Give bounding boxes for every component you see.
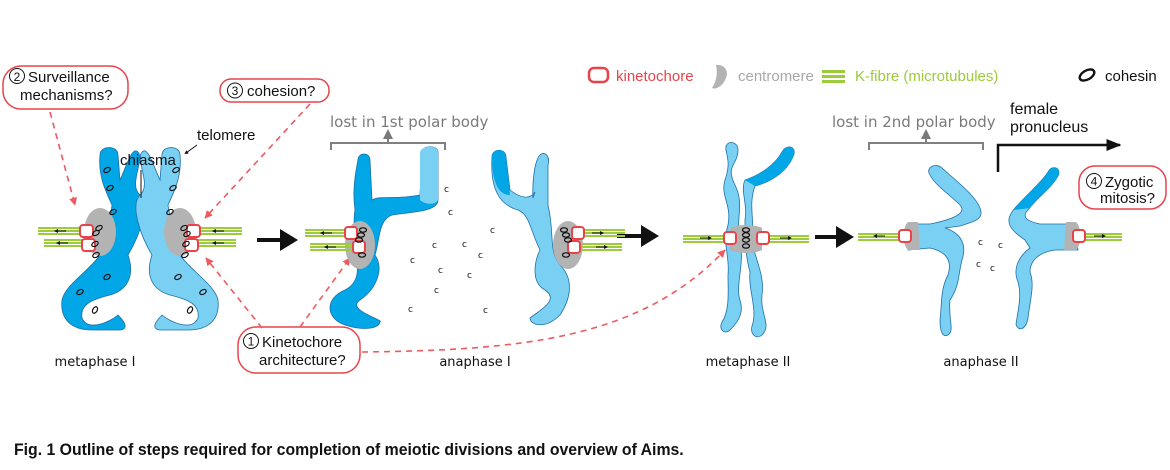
polar-body-2-bracket bbox=[868, 142, 984, 150]
aim-3-pointer bbox=[204, 103, 311, 219]
kinetochore-icon bbox=[587, 66, 610, 84]
svg-text:c: c bbox=[483, 306, 488, 316]
svg-text:c: c bbox=[490, 226, 495, 236]
legend-kfibre: K-fibre (microtubules) bbox=[822, 68, 998, 85]
svg-text:c: c bbox=[434, 286, 439, 296]
legend-label: cohesin bbox=[1105, 68, 1157, 85]
aim-1-bubble: 1 Kinetochore architecture? bbox=[237, 326, 361, 374]
centromere-icon bbox=[712, 64, 727, 89]
aim-1-pointer-c bbox=[361, 249, 726, 353]
svg-text:c: c bbox=[410, 256, 415, 266]
aim-4-bubble: 4 Zygotic mitosis? bbox=[1078, 165, 1167, 210]
stage-label-anaphase-i: anaphase I bbox=[439, 355, 510, 370]
stage-arrow bbox=[815, 226, 854, 248]
aim-number: 2 bbox=[14, 70, 21, 84]
svg-text:c: c bbox=[462, 240, 467, 250]
aim-2-pointer bbox=[49, 111, 77, 206]
aim-text: cohesion? bbox=[247, 83, 315, 100]
svg-text:c: c bbox=[438, 266, 443, 276]
kinetochore bbox=[344, 226, 585, 254]
pronucleus-label: pronucleus bbox=[1010, 119, 1088, 136]
legend-kinetochore: kinetochore bbox=[587, 66, 694, 85]
aim-text: Surveillance bbox=[28, 69, 110, 86]
legend-cohesin: cohesin bbox=[1078, 68, 1157, 85]
svg-text:c: c bbox=[467, 271, 472, 281]
anaphase-i-chromosomes: lost in 1st polar body bbox=[305, 113, 625, 329]
svg-text:c: c bbox=[990, 264, 995, 274]
pronucleus-label: female bbox=[1010, 101, 1058, 118]
aim-text: architecture? bbox=[259, 352, 346, 369]
aim-number: 4 bbox=[1091, 175, 1098, 189]
aim-1-pointer-b bbox=[299, 257, 351, 328]
aim-text: mechanisms? bbox=[20, 87, 113, 104]
svg-text:c: c bbox=[444, 185, 449, 195]
pronucleus-arrow bbox=[996, 139, 1122, 172]
stage-label-anaphase-ii: anaphase II bbox=[943, 355, 1018, 370]
aim-text: mitosis? bbox=[1100, 190, 1155, 207]
svg-text:c: c bbox=[448, 208, 453, 218]
aim-2-bubble: 2 Surveillance mechanisms? bbox=[2, 65, 129, 110]
aim-number: 3 bbox=[232, 84, 239, 98]
number-circle-icon bbox=[227, 82, 243, 99]
telomere-pointer bbox=[184, 144, 198, 155]
svg-text:c: c bbox=[976, 260, 981, 270]
stage-arrow bbox=[257, 229, 298, 251]
aim-text: Kinetochore bbox=[262, 334, 342, 351]
number-circle-icon bbox=[243, 333, 259, 349]
legend-centromere: centromere bbox=[712, 64, 814, 89]
svg-text:c: c bbox=[408, 305, 413, 315]
legend-label: centromere bbox=[738, 68, 814, 85]
svg-text:c: c bbox=[478, 251, 483, 261]
legend-label: kinetochore bbox=[616, 68, 694, 85]
kinetochore bbox=[723, 231, 770, 245]
legend: kinetochore centromere K-fibre (microtub… bbox=[587, 64, 1157, 89]
aim-pointers bbox=[49, 103, 726, 353]
svg-text:c: c bbox=[432, 241, 437, 251]
polar-body-2-label: lost in 2nd polar body bbox=[832, 113, 996, 131]
stage-label-metaphase-i: metaphase I bbox=[55, 355, 136, 370]
stage-label-metaphase-ii: metaphase II bbox=[706, 355, 791, 370]
aim-3-bubble: 3 cohesion? bbox=[219, 78, 330, 103]
kfibre-icon bbox=[822, 70, 845, 83]
k-fibre bbox=[194, 227, 242, 247]
metaphase-i-bivalent: chiasma telomere bbox=[38, 127, 255, 331]
cohesin-icon bbox=[1078, 68, 1096, 82]
aim-1-pointer-a bbox=[205, 257, 263, 329]
legend-label: K-fibre (microtubules) bbox=[855, 68, 998, 85]
telomere-label: telomere bbox=[197, 127, 255, 144]
aim-number: 1 bbox=[248, 335, 255, 349]
cohesin-group bbox=[76, 166, 207, 314]
anaphase-ii-chromosomes: lost in 2nd polar body female pronucleus… bbox=[832, 101, 1122, 337]
number-circle-icon bbox=[1086, 173, 1102, 189]
chiasma-label: chiasma bbox=[120, 152, 177, 169]
k-fibre bbox=[38, 227, 86, 247]
aim-text: Zygotic bbox=[1105, 174, 1154, 191]
number-circle-icon bbox=[9, 68, 25, 84]
figure-caption: Fig. 1 Outline of steps required for com… bbox=[14, 440, 684, 459]
polar-body-1-label: lost in 1st polar body bbox=[330, 113, 488, 131]
metaphase-ii-chromosome bbox=[683, 142, 809, 338]
svg-text:c: c bbox=[978, 238, 983, 248]
kinetochore bbox=[898, 229, 1086, 243]
svg-text:c: c bbox=[998, 241, 1003, 251]
